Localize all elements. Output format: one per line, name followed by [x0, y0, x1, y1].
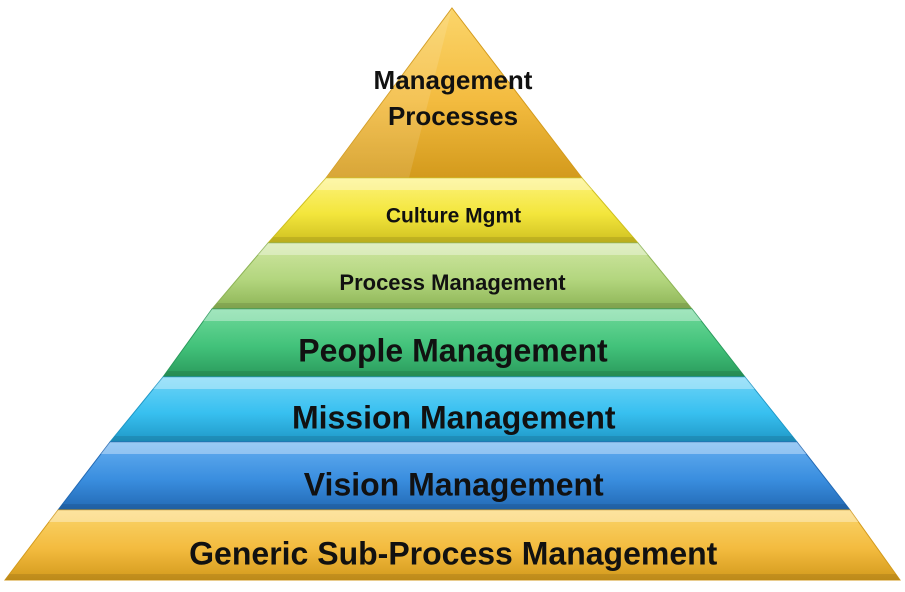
pyramid-layer-shadow	[58, 504, 850, 510]
pyramid-layer-label: Processes	[388, 101, 518, 131]
pyramid-layer-shadow	[5, 574, 900, 580]
pyramid-layer-3: Process Management	[210, 242, 694, 310]
pyramid-layer-label: Generic Sub-Process Management	[189, 535, 718, 571]
pyramid-layer-7: Generic Sub-Process Management	[3, 509, 901, 581]
pyramid-layer-6: Vision Management	[56, 441, 852, 511]
pyramid-layer-5: Mission Management	[108, 376, 799, 443]
pyramid-layer-bevel	[203, 309, 702, 321]
pyramid-layer-bevel	[257, 243, 648, 255]
pyramid-layer-bevel	[153, 377, 755, 389]
pyramid-layer-shadow	[163, 371, 745, 377]
pyramid-layer-bevel	[100, 442, 807, 454]
pyramid-layer-bevel	[315, 178, 593, 190]
pyramid-layer-shadow	[268, 237, 638, 243]
pyramid-layer-shadow	[110, 436, 797, 442]
pyramid-layer-shape	[3, 509, 901, 581]
pyramid-layer-label: Vision Management	[304, 466, 604, 502]
pyramid-layer-2: Culture Mgmt	[266, 177, 640, 244]
pyramid-layer-label: Culture Mgmt	[386, 205, 521, 228]
pyramid-layer-label: People Management	[298, 332, 608, 368]
pyramid-layer-4: People Management	[162, 308, 747, 378]
pyramid-layer-label: Process Management	[339, 270, 566, 295]
pyramid-layer-label: Management	[374, 65, 533, 95]
pyramid-layer-shadow	[212, 303, 692, 309]
pyramid-layer-label: Mission Management	[292, 399, 616, 435]
pyramid-apex-highlight	[326, 8, 452, 178]
pyramid-layer-bevel	[48, 510, 859, 522]
